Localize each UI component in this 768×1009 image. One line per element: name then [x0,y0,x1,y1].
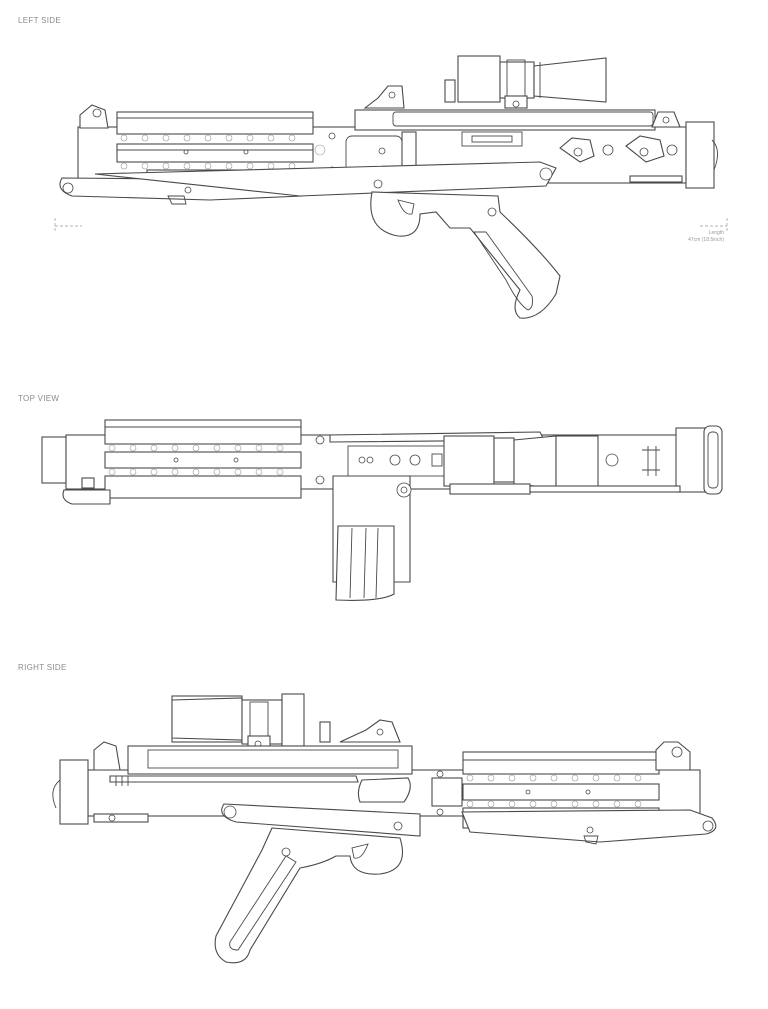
length-value: 47cm (18.5inch) [688,237,724,243]
right-side-label: RIGHT SIDE [18,663,67,672]
length-dimension [54,218,728,232]
top-view-drawing [41,419,723,601]
top-view-label: TOP VIEW [18,394,60,403]
length-dimension-text: Length 47cm (18.5inch) [660,230,724,244]
right-side-drawing [52,693,717,964]
scope [444,55,607,109]
left-side-label: LEFT SIDE [18,16,62,25]
length-label: Length [708,230,724,236]
left-side-drawing [54,55,728,319]
